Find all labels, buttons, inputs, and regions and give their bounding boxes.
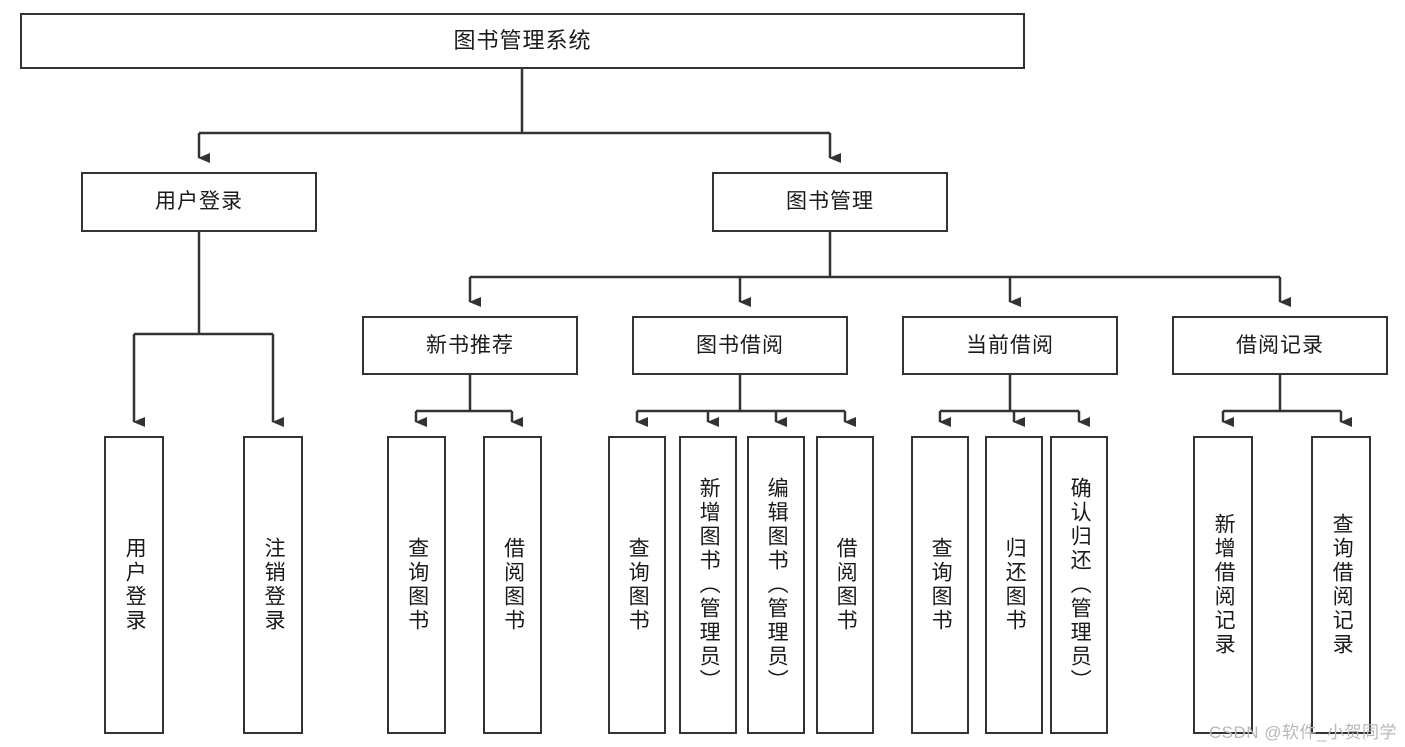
node-label: 查询借阅记录 xyxy=(1330,513,1354,657)
node-leaf-query-book-current[interactable]: 查询图书 xyxy=(911,436,969,734)
node-label: 查询图书 xyxy=(929,537,953,633)
node-label: 图书管理 xyxy=(786,190,874,214)
node-label: 图书借阅 xyxy=(696,333,784,357)
node-leaf-add-book-admin[interactable]: 新增图书（管理员） xyxy=(679,436,737,734)
node-leaf-query-book-rec[interactable]: 查询图书 xyxy=(387,436,446,734)
node-user-login[interactable]: 用户登录 xyxy=(81,172,317,232)
node-label: 借阅记录 xyxy=(1236,333,1324,357)
node-book-manage[interactable]: 图书管理 xyxy=(712,172,948,232)
node-label: 新增借阅记录 xyxy=(1212,513,1236,657)
node-new-book-recommend[interactable]: 新书推荐 xyxy=(362,316,578,375)
node-leaf-logout[interactable]: 注销登录 xyxy=(243,436,303,734)
node-leaf-edit-book-admin[interactable]: 编辑图书（管理员） xyxy=(747,436,805,734)
node-label: 新增图书（管理员） xyxy=(697,477,721,693)
node-label: 查询图书 xyxy=(405,537,429,633)
node-label: 确认归还（管理员） xyxy=(1068,477,1092,693)
node-label: 注销登录 xyxy=(262,537,286,633)
node-label: 用户登录 xyxy=(155,190,243,214)
node-label: 借阅图书 xyxy=(834,537,858,633)
node-current-borrow[interactable]: 当前借阅 xyxy=(902,316,1118,375)
node-leaf-return-book[interactable]: 归还图书 xyxy=(985,436,1043,734)
node-leaf-query-book-borrow[interactable]: 查询图书 xyxy=(608,436,666,734)
node-leaf-borrow-book[interactable]: 借阅图书 xyxy=(816,436,874,734)
node-label: 查询图书 xyxy=(626,537,650,633)
node-label: 图书管理系统 xyxy=(453,27,592,53)
node-root[interactable]: 图书管理系统 xyxy=(20,13,1025,69)
node-leaf-borrow-book-rec[interactable]: 借阅图书 xyxy=(483,436,542,734)
node-book-borrow[interactable]: 图书借阅 xyxy=(632,316,848,375)
node-label: 新书推荐 xyxy=(426,333,514,357)
node-leaf-add-borrow-record[interactable]: 新增借阅记录 xyxy=(1193,436,1253,734)
node-label: 用户登录 xyxy=(123,537,147,633)
node-label: 借阅图书 xyxy=(501,537,525,633)
node-label: 编辑图书（管理员） xyxy=(765,477,789,693)
csdn-watermark: CSDN @软件_小贺同学 xyxy=(1208,723,1397,742)
node-label: 归还图书 xyxy=(1003,537,1027,633)
node-leaf-user-login[interactable]: 用户登录 xyxy=(104,436,164,734)
node-borrow-record[interactable]: 借阅记录 xyxy=(1172,316,1388,375)
node-leaf-confirm-return-admin[interactable]: 确认归还（管理员） xyxy=(1050,436,1108,734)
node-label: 当前借阅 xyxy=(966,333,1054,357)
node-leaf-query-borrow-record[interactable]: 查询借阅记录 xyxy=(1311,436,1371,734)
